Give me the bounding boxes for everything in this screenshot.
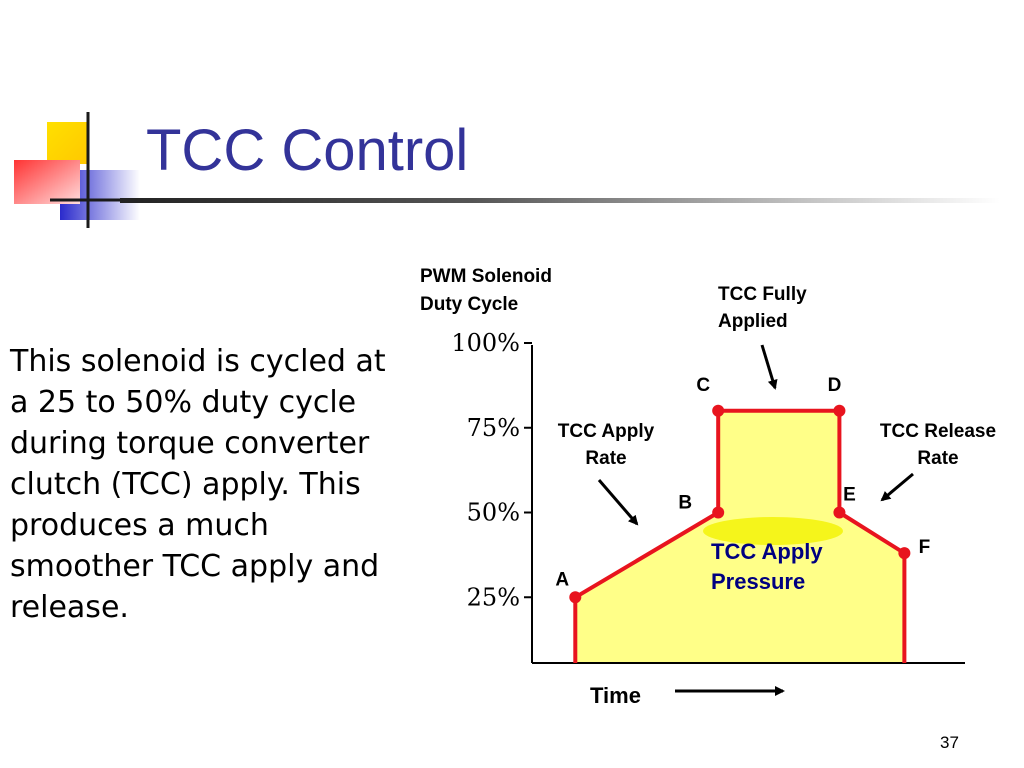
data-point-c	[712, 404, 725, 417]
logo-red-square	[14, 160, 80, 204]
data-point-a	[569, 591, 582, 604]
data-point-label: B	[678, 493, 692, 514]
y-axis-label-line-1: PWM Solenoid	[420, 266, 552, 287]
slide-logo	[14, 112, 145, 228]
fully-applied-label-line-1: TCC Fully	[718, 284, 807, 305]
x-axis-label: Time	[590, 683, 641, 708]
data-point-label: C	[696, 375, 710, 396]
title-divider	[120, 198, 1000, 203]
fully-applied-arrow	[760, 344, 778, 390]
data-point-e	[833, 506, 846, 519]
fully-applied-label-line-2: Applied	[718, 311, 788, 332]
y-tick-label: 100%	[451, 329, 520, 357]
area-label-line-1: TCC Apply	[711, 539, 823, 564]
data-point-label: A	[555, 569, 569, 590]
data-point-label: F	[919, 537, 931, 558]
release-rate-label-line-2: Rate	[917, 448, 958, 469]
data-points: A B C D E F	[555, 375, 931, 604]
y-axis-label-line-2: Duty Cycle	[420, 294, 518, 315]
data-point-d	[833, 404, 846, 417]
slide-number: 37	[940, 733, 959, 752]
y-axis-ticks: 100% 75% 50% 25%	[451, 329, 532, 611]
body-text: This solenoid is cycled at a 25 to 50% d…	[10, 344, 386, 625]
duty-cycle-line	[573, 408, 907, 664]
release-rate-label-line-1: TCC Release	[880, 421, 996, 442]
data-point-f	[898, 547, 911, 560]
apply-rate-label-line-1: TCC Apply	[558, 421, 655, 442]
y-tick-label: 75%	[467, 414, 520, 442]
data-point-label: E	[843, 485, 856, 506]
area-label-highlight	[703, 517, 843, 545]
data-point-b	[712, 506, 725, 519]
apply-rate-label-line-2: Rate	[585, 448, 626, 469]
page-title: TCC Control	[146, 118, 469, 183]
apply-rate-arrow	[597, 479, 639, 526]
release-rate-arrow	[880, 472, 914, 502]
y-tick-label: 25%	[467, 583, 520, 611]
data-point-label: D	[828, 375, 842, 396]
logo-yellow-square	[47, 122, 87, 164]
area-label-line-2: Pressure	[711, 569, 805, 594]
y-tick-label: 50%	[467, 499, 520, 527]
